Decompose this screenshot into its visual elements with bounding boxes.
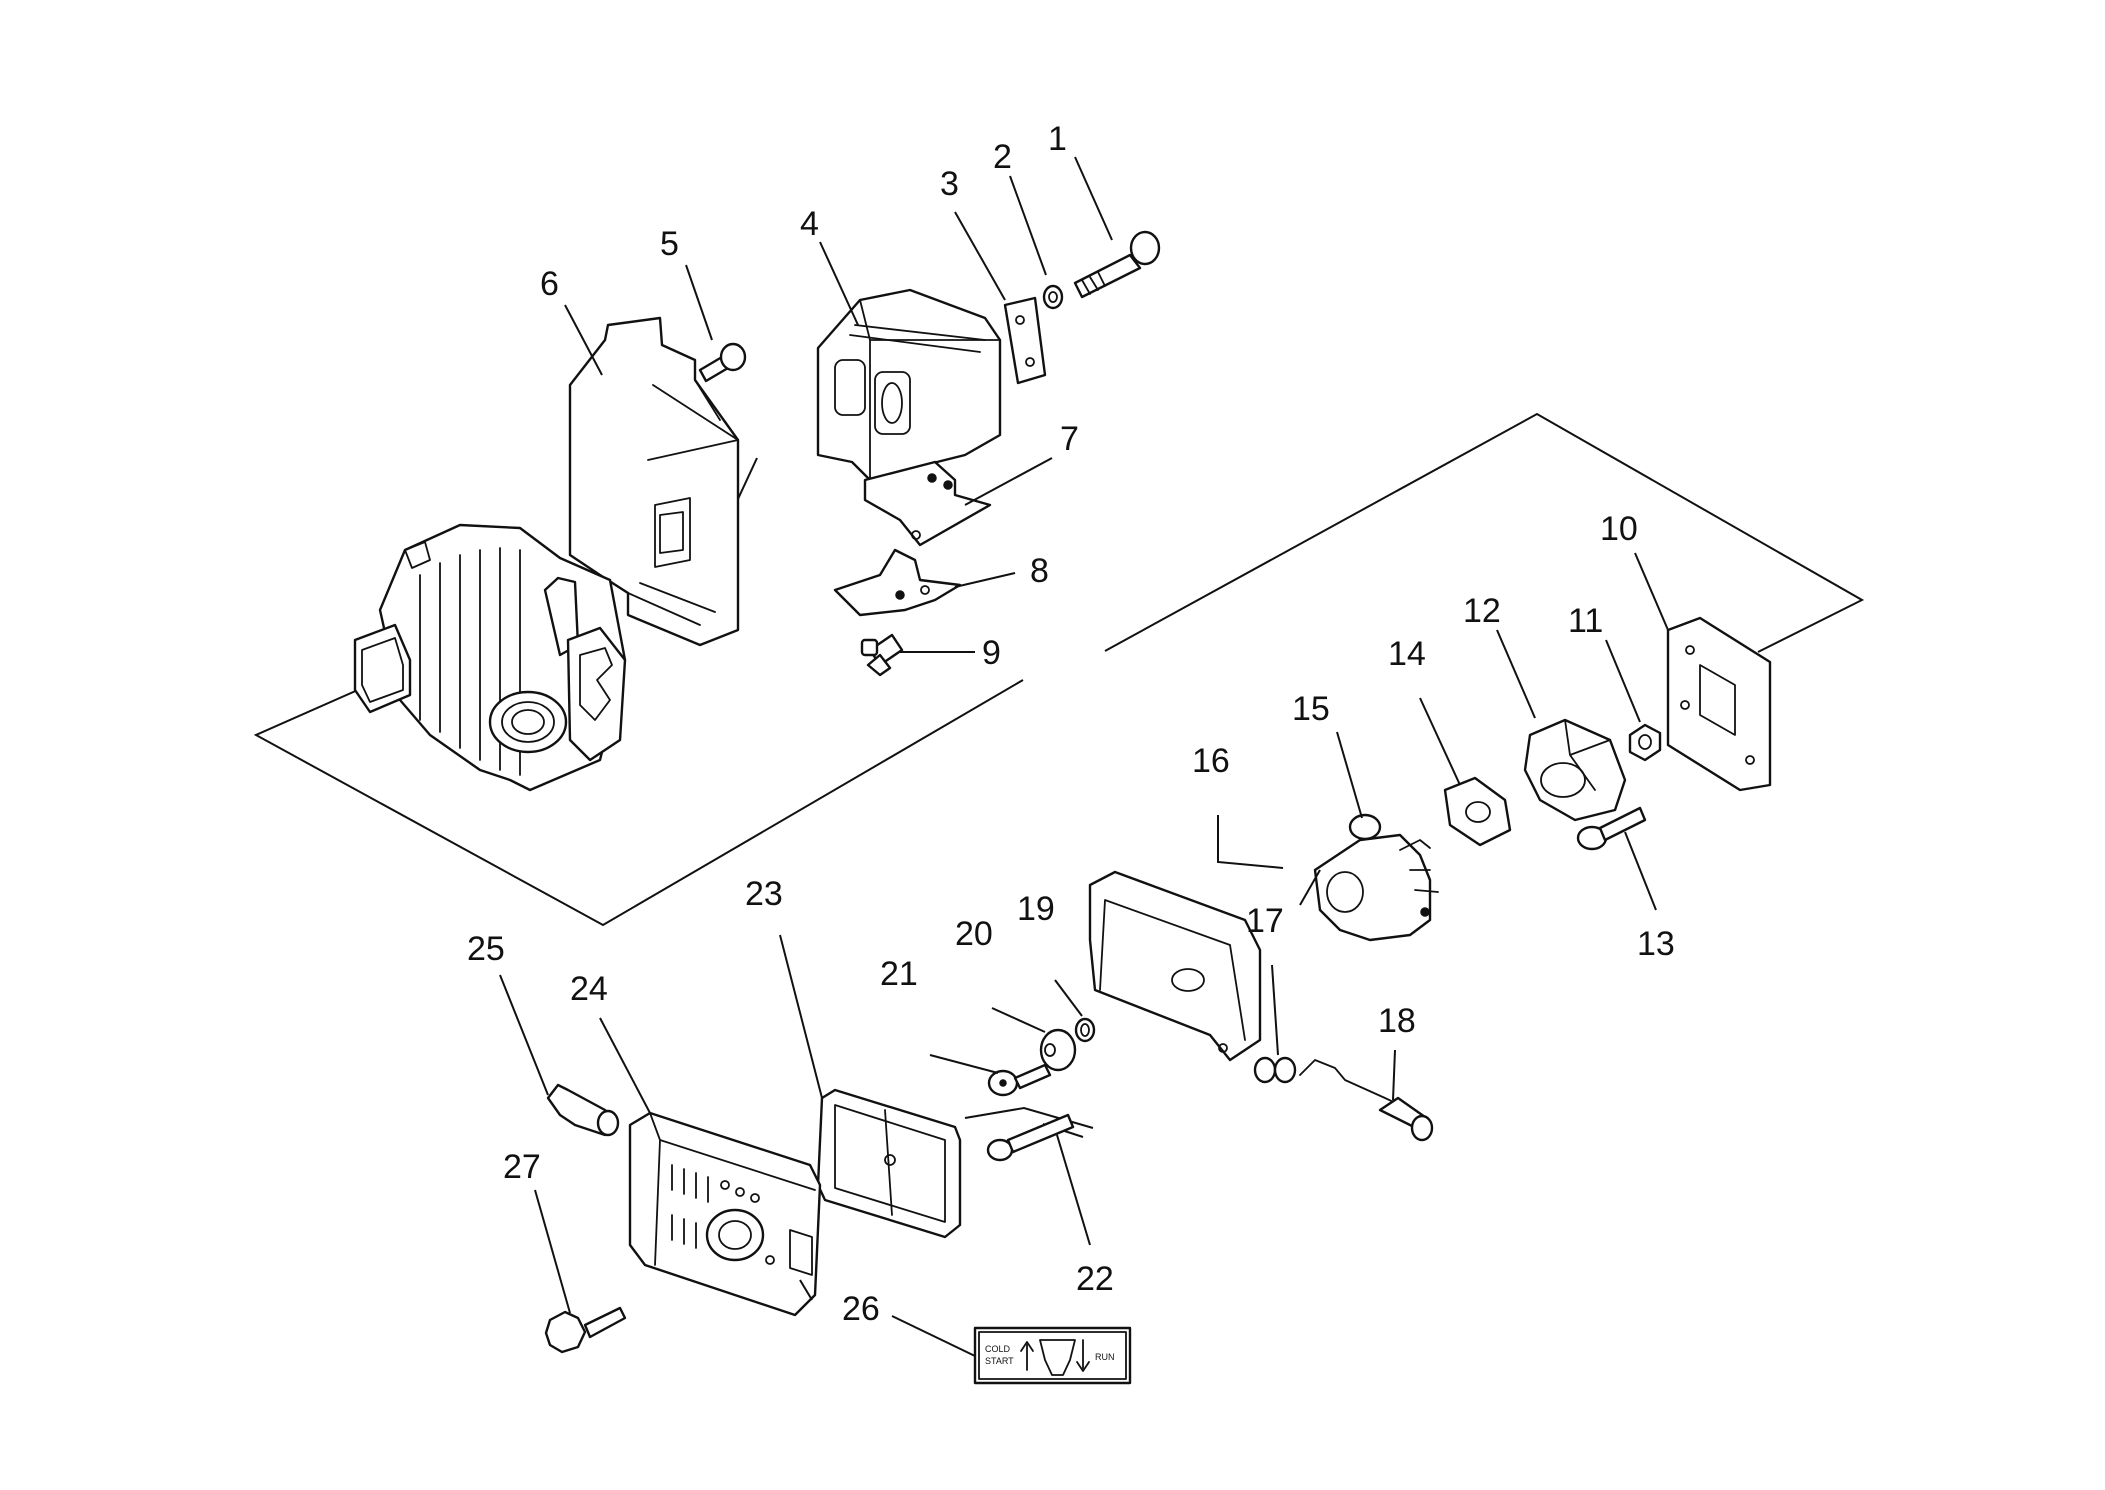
part-washer: [1042, 284, 1064, 310]
callout-labels: 1 2 3 4 5 6 7 8 9 10 11 12 13 14 15 16 1…: [467, 120, 1675, 1328]
callout-5: 5: [660, 225, 679, 263]
callout-3: 3: [940, 165, 959, 203]
callout-16: 16: [1192, 742, 1230, 780]
callout-21: 21: [880, 955, 918, 993]
callout-9: 9: [982, 634, 1001, 672]
part-knob: [544, 1306, 627, 1354]
callout-7: 7: [1060, 420, 1079, 458]
part-air-filter-element: [816, 1088, 962, 1239]
callout-27: 27: [503, 1148, 541, 1186]
part-muffler: [816, 288, 1002, 482]
decal-cold-text: COLD: [985, 1344, 1011, 1354]
callout-2: 2: [993, 138, 1012, 176]
part-air-filter-cover: [628, 1111, 822, 1317]
callout-4: 4: [800, 205, 819, 243]
part-nut: [1628, 723, 1662, 762]
leader-lines: [499, 156, 1669, 1357]
part-choke-lever: [987, 1063, 1052, 1097]
part-screw-small: [698, 342, 747, 383]
part-cylinder: [353, 523, 627, 792]
part-insulator: [1523, 718, 1627, 822]
part-carb-gasket: [1443, 776, 1512, 847]
callout-6: 6: [540, 265, 559, 303]
callout-25: 25: [467, 930, 505, 968]
part-grommet: [1253, 1056, 1297, 1084]
decal-run-text: RUN: [1095, 1352, 1115, 1362]
callout-23: 23: [745, 875, 783, 913]
callout-1: 1: [1048, 120, 1067, 158]
callout-24: 24: [570, 970, 608, 1008]
part-bolt-carb: [1576, 806, 1647, 851]
part-spark-arrestor: [863, 460, 992, 547]
part-bolt: [1073, 230, 1161, 299]
part-gasket-bracket: [833, 548, 962, 617]
part-spark-plug: [860, 633, 904, 677]
callout-20: 20: [955, 915, 993, 953]
part-insulator-gasket: [1666, 616, 1772, 792]
callout-12: 12: [1463, 592, 1501, 630]
part-o-ring: [1074, 1017, 1096, 1043]
callout-15: 15: [1292, 690, 1330, 728]
part-long-screw: [986, 1113, 1075, 1162]
part-collar: [546, 1083, 620, 1137]
callout-8: 8: [1030, 552, 1049, 590]
callout-13: 13: [1637, 925, 1675, 963]
part-carburetor: [1313, 813, 1439, 942]
part-air-filter-base: [1088, 870, 1262, 1062]
callout-17: 17: [1246, 902, 1284, 940]
callout-19: 19: [1017, 890, 1055, 928]
callout-22: 22: [1076, 1260, 1114, 1298]
part-plate: [1003, 296, 1047, 385]
part-choke-decal: COLD START RUN: [973, 1326, 1132, 1385]
decal-start-text: START: [985, 1356, 1014, 1366]
callout-26: 26: [842, 1290, 880, 1328]
callout-10: 10: [1600, 510, 1638, 548]
callout-18: 18: [1378, 1002, 1416, 1040]
callout-14: 14: [1388, 635, 1426, 673]
part-choke-shutter: [1039, 1028, 1077, 1072]
part-choke-rod: [1299, 1059, 1434, 1142]
callout-11: 11: [1568, 602, 1603, 640]
